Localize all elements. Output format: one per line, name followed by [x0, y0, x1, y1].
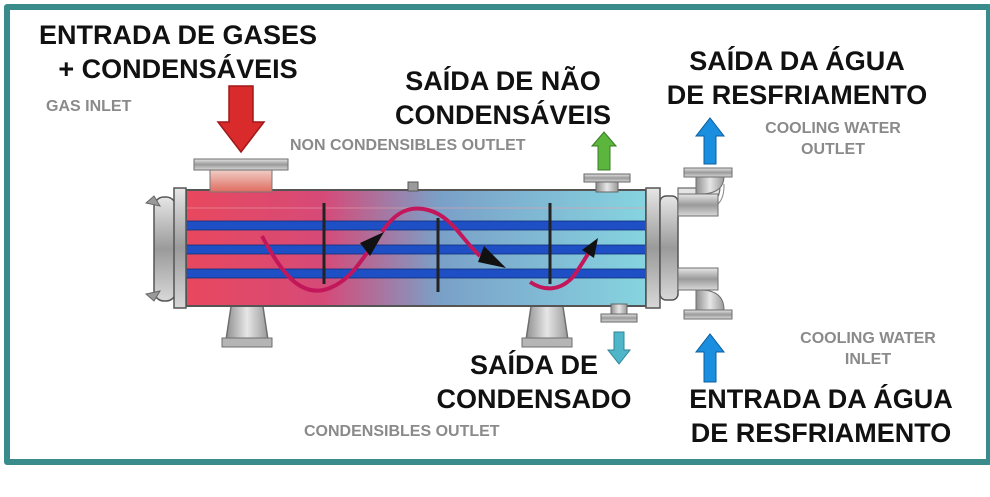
gas-inlet-label: ENTRADA DE GASES + CONDENSÁVEIS	[14, 18, 342, 86]
top-vent	[407, 181, 419, 192]
left-end-cap	[144, 187, 187, 309]
right-saddle	[521, 299, 573, 348]
right-channel	[645, 187, 679, 309]
noncond-outlet-nozzle	[583, 173, 631, 193]
cooling-water-inlet-label-line-1: ENTRADA DA ÁGUA	[689, 384, 953, 414]
noncond-outlet-arrow	[590, 131, 618, 171]
cooling-water-outlet-arrow	[694, 117, 726, 165]
gas-inlet-en-label: GAS INLET	[46, 98, 132, 115]
cooling-water-outlet-en-line-2: OUTLET	[801, 141, 865, 158]
noncond-outlet-label-line-2: CONDENSÁVEIS	[394, 100, 612, 130]
baffles	[322, 203, 552, 292]
cooling-water-inlet-label: ENTRADA DA ÁGUA DE RESFRIAMENTO	[664, 382, 978, 450]
gas-inlet-nozzle	[193, 158, 289, 193]
condensate-outlet-label-line-2: CONDENSADO	[436, 384, 632, 414]
water-outlet-elbow	[677, 167, 733, 217]
cooling-water-outlet-en-line-1: COOLING WATER	[765, 120, 901, 137]
condensate-outlet-nozzle	[600, 303, 638, 323]
gas-inlet-label-line-2: + CONDENSÁVEIS	[58, 54, 298, 84]
noncond-outlet-label: SAÍDA DE NÃO CONDENSÁVEIS	[380, 64, 626, 132]
gas-flow-path	[260, 206, 594, 293]
flow-arrowhead-3	[582, 238, 598, 258]
cooling-water-inlet-en-line-2: INLET	[844, 351, 892, 368]
left-saddle	[221, 299, 273, 348]
cooling-water-outlet-label-line-2: DE RESFRIAMENTO	[666, 80, 928, 110]
condensate-outlet-en-label: CONDENSIBLES OUTLET	[304, 423, 500, 440]
cooling-water-outlet-label-line-1: SAÍDA DA ÁGUA	[689, 46, 905, 76]
cooling-water-inlet-label-line-2: DE RESFRIAMENTO	[690, 418, 952, 448]
gas-inlet-label-line-1: ENTRADA DE GASES	[38, 20, 318, 50]
condensate-outlet-arrow	[606, 331, 632, 365]
noncond-outlet-label-line-1: SAÍDA DE NÃO	[405, 66, 601, 96]
flow-arrowhead-2	[478, 246, 506, 268]
noncond-outlet-en-label: NON CONDENSIBLES OUTLET	[290, 137, 526, 154]
cooling-water-inlet-en-label: COOLING WATER INLET	[770, 328, 966, 370]
condensate-outlet-label: SAÍDA DE CONDENSADO	[418, 348, 650, 416]
cooling-water-inlet-arrow	[694, 333, 726, 383]
water-inlet-elbow	[677, 267, 733, 320]
cooling-water-inlet-en-line-1: COOLING WATER	[800, 330, 936, 347]
gas-inlet-arrow	[216, 85, 266, 154]
flow-arrowhead-1	[360, 232, 384, 256]
cooling-water-outlet-label: SAÍDA DA ÁGUA DE RESFRIAMENTO	[652, 44, 942, 112]
condensate-outlet-label-line-1: SAÍDA DE	[469, 350, 598, 380]
cooling-water-outlet-en-label: COOLING WATER OUTLET	[740, 118, 926, 160]
